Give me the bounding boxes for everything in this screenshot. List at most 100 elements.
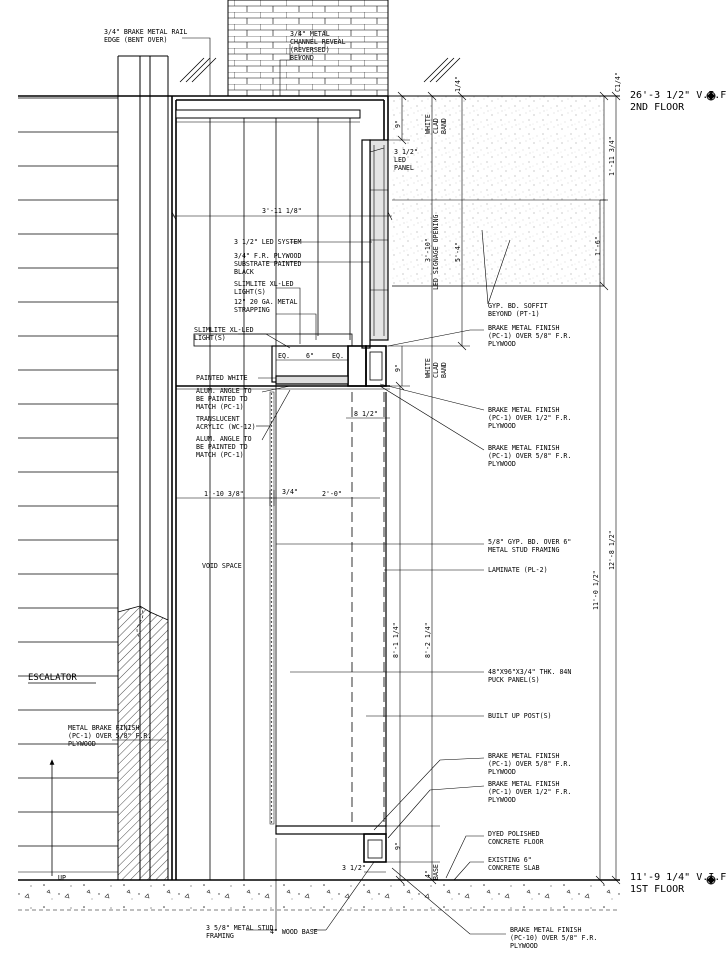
alum-2b: BE PAINTED TO	[196, 443, 248, 451]
escalator: ESCALATOR	[28, 673, 77, 683]
void-space: VOID SPACE	[202, 562, 242, 570]
header-box	[171, 95, 389, 880]
bmf-a2: (PC-1) OVER 5/8" F.R.	[488, 332, 571, 340]
column-hatch	[117, 605, 169, 881]
bmf-d2: (PC-1) OVER 5/8" F.R.	[488, 760, 571, 768]
pc10-2: (PC-10) OVER 5/8" F.R.	[510, 934, 597, 942]
label-channel-1: 3/4" METAL	[290, 30, 330, 38]
elevation-1st: 11'-9 1/4" V.I.F.	[630, 872, 728, 883]
label-channel-4: BEYOND	[290, 54, 314, 62]
bmf-c1: BRAKE METAL FINISH	[488, 444, 559, 452]
slimlite-2a: SLIMLITE XL-LED	[194, 326, 254, 334]
dim-3-11-18: 3'-11 1/8"	[262, 207, 302, 215]
siding-lines	[18, 97, 118, 847]
metal-brake-3: PLYWOOD	[68, 740, 96, 748]
hatch-marks	[179, 57, 461, 83]
bmf-b3: PLYWOOD	[488, 422, 516, 430]
bottom-box	[275, 825, 387, 863]
gyp-soffit-2: BEYOND (PT-1)	[488, 310, 540, 318]
alum-1a: ALUM. ANGLE TO	[196, 387, 252, 395]
dim-11-0-12: 11'-0 1/2"	[592, 570, 600, 610]
strapping-2: STRAPPING	[234, 306, 270, 314]
bmf-c2: (PC-1) OVER 5/8" F.R.	[488, 452, 571, 460]
dim-eq-1: EQ.	[278, 352, 290, 360]
led-panel-2: LED	[394, 156, 406, 164]
dim-3-10: 3'-10"	[424, 238, 432, 262]
dimension-lines	[171, 91, 621, 885]
dim-base: BASE	[432, 864, 440, 880]
dim-1-10-38: 1'-10 3/8"	[204, 490, 244, 498]
acrylic-1: TRANSLUCENT	[196, 415, 240, 423]
puck-2: PUCK PANEL(S)	[488, 676, 540, 684]
polished-1: DYED POLISHED	[488, 830, 540, 838]
dim-12-8-12: 12'-8 1/2"	[608, 530, 616, 570]
metal-brake-2: (PC-1) OVER 5/8" F.R.	[68, 732, 151, 740]
light-assembly	[193, 333, 387, 387]
gyp-soffit-1: GYP. BD. SOFFIT	[488, 302, 548, 310]
white-clad-mid-3: BAND	[440, 362, 448, 378]
dim-eq-2: EQ.	[332, 352, 344, 360]
white-clad-top-3: BAND	[440, 118, 448, 134]
bmf-c3: PLYWOOD	[488, 460, 516, 468]
label-channel-3: (REVERSED)	[290, 46, 330, 54]
dim-9-bot: 9"	[394, 842, 402, 850]
label-brake-rail-2: EDGE (BENT OVER)	[104, 36, 168, 44]
dim-9-top: 9"	[394, 120, 402, 128]
stud-framing-1: 3 5/8" METAL STUD	[206, 924, 274, 932]
plywood-1: 3/4" F.R. PLYWOOD	[234, 252, 302, 260]
bmf-a3: PLYWOOD	[488, 340, 516, 348]
led-signage-opening: LED SIGNAGE OPENING	[432, 215, 440, 290]
stud-lines	[209, 118, 351, 880]
bmf-e3: PLYWOOD	[488, 796, 516, 804]
up-label: UP	[58, 874, 66, 882]
dim-4: 4"	[424, 870, 432, 878]
acrylic-strip	[269, 391, 275, 825]
painted-white: PAINTED WHITE	[196, 374, 248, 382]
dim-1-6: 1'-6"	[594, 236, 602, 256]
led-panel-1: 3 1/2"	[394, 148, 418, 156]
built-up-post: BUILT UP POST(S)	[488, 712, 552, 720]
elevation-2nd: 26'-3 1/2" V.I.F.	[630, 90, 728, 101]
plywood-2: SUBSTRATE PAINTED	[234, 260, 302, 268]
white-clad-top-2: CLAD	[432, 118, 440, 134]
slimlite-1b: LIGHT(S)	[234, 288, 266, 296]
pc10-1: BRAKE METAL FINISH	[510, 926, 581, 934]
label-brake-rail-1: 3/4" BRAKE METAL RAIL	[104, 28, 187, 36]
alum-1c: MATCH (PC-1)	[196, 403, 244, 411]
slimlite-2b: LIGHT(S)	[194, 334, 226, 342]
dim-6: 6"	[306, 352, 314, 360]
bmf-b1: BRAKE METAL FINISH	[488, 406, 559, 414]
dim-1-4-top: 1/4"	[454, 76, 462, 92]
led-panel-3: PANEL	[394, 164, 414, 172]
alum-2c: MATCH (PC-1)	[196, 451, 244, 459]
dim-9-mid: 9"	[394, 364, 402, 372]
dim-3-4: 3/4"	[282, 488, 298, 496]
slab-1: EXISTING 6"	[488, 856, 532, 864]
bmf-e2: (PC-1) OVER 1/2" F.R.	[488, 788, 571, 796]
plywood-3: BLACK	[234, 268, 254, 276]
metal-brake-1: METAL BRAKE FINISH	[68, 724, 139, 732]
alum-2a: ALUM. ANGLE TO	[196, 435, 252, 443]
slimlite-1a: SLIMLITE XL-LED	[234, 280, 294, 288]
floor-2nd: 2ND FLOOR	[630, 102, 685, 113]
label-channel-2: CHANNEL REVEAL	[290, 38, 346, 46]
dim-c1-4: C1/4"	[614, 72, 622, 92]
slab-2: CONCRETE SLAB	[488, 864, 540, 872]
brick-wall	[227, 0, 389, 97]
puck-1: 48"X96"X3/4" THK. 84N	[488, 668, 571, 676]
pc10-3: PLYWOOD	[510, 942, 538, 950]
dim-5-4: 5'-4"	[454, 242, 462, 262]
white-clad-mid-1: WHITE	[424, 358, 432, 378]
laminate: LAMINATE (PL-2)	[488, 566, 548, 574]
bmf-d1: BRAKE METAL FINISH	[488, 752, 559, 760]
gyp-stud-2: METAL STUD FRAMING	[488, 546, 559, 554]
leader-lines	[112, 37, 511, 935]
dim-2-0: 2'-0"	[322, 490, 342, 498]
bmf-b2: (PC-1) OVER 1/2" F.R.	[488, 414, 571, 422]
bmf-d3: PLYWOOD	[488, 768, 516, 776]
concrete-slab	[18, 880, 620, 910]
dim-8-12: 8 1/2"	[354, 410, 378, 418]
bmf-a1: BRAKE METAL FINISH	[488, 324, 559, 332]
alum-1b: BE PAINTED TO	[196, 395, 248, 403]
